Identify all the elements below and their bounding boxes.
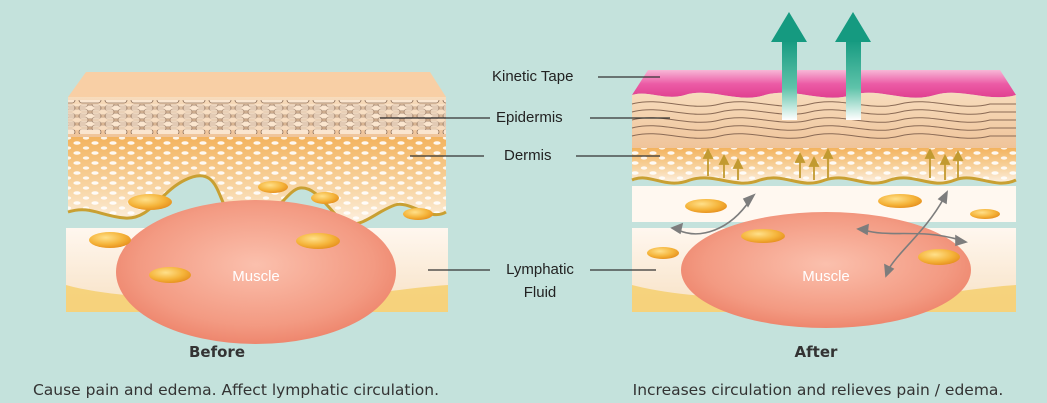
muscle-label-after: Muscle xyxy=(766,267,886,286)
after-epidermis xyxy=(632,93,1016,148)
muscle-label-before: Muscle xyxy=(196,267,316,286)
kinetic-tape-label: Kinetic Tape xyxy=(492,67,602,86)
lymphatic-label-line2: Fluid xyxy=(490,283,590,302)
before-illustration xyxy=(66,72,448,344)
before-title: Before xyxy=(157,343,277,361)
after-description: Increases circulation and relieves pain … xyxy=(598,381,1038,399)
dermis-label: Dermis xyxy=(504,146,574,165)
epidermis-label: Epidermis xyxy=(496,108,588,127)
before-skin-top xyxy=(68,72,446,97)
after-title: After xyxy=(756,343,876,361)
before-description: Cause pain and edema. Affect lymphatic c… xyxy=(26,381,446,399)
lymphatic-label-line1: Lymphatic xyxy=(490,260,590,279)
